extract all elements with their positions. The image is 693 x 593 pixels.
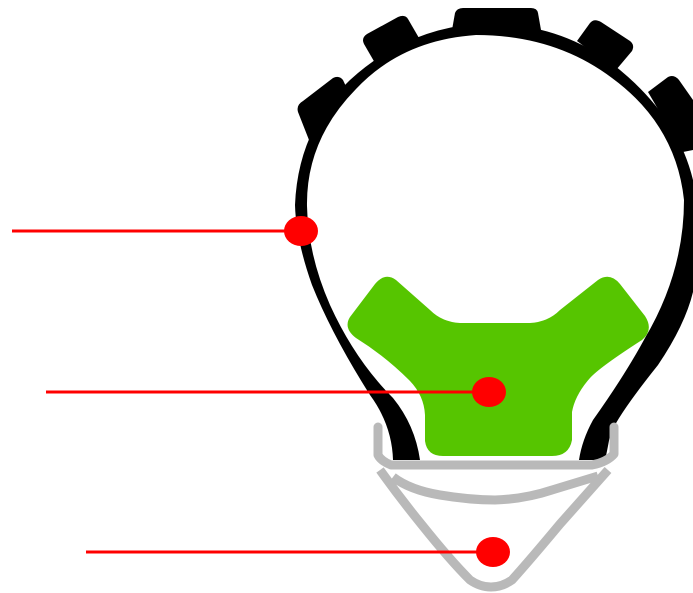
tire-tread-knob bbox=[577, 20, 634, 70]
tire-insert bbox=[347, 276, 649, 456]
tire-tread-knob bbox=[297, 76, 350, 140]
callouts bbox=[12, 216, 510, 567]
insert-callout-marker bbox=[472, 377, 506, 407]
tire bbox=[295, 8, 693, 460]
tire-tread-knob bbox=[363, 15, 419, 63]
rim-inner-wall bbox=[390, 471, 600, 505]
tire-callout-marker bbox=[284, 216, 318, 246]
rim-channel bbox=[376, 467, 612, 592]
rim-callout-marker bbox=[476, 537, 510, 567]
rim bbox=[373, 422, 619, 592]
tire-tread-knob bbox=[648, 76, 693, 152]
rim-profile bbox=[373, 422, 619, 470]
